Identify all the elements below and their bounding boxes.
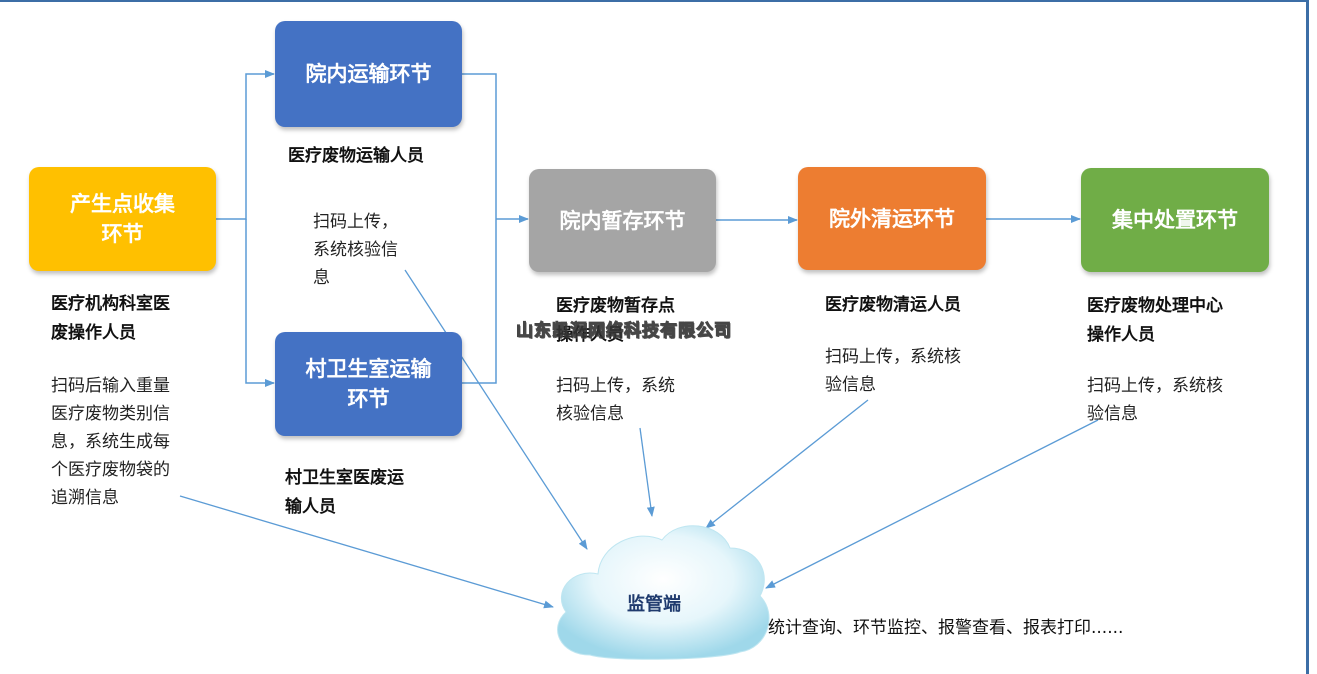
note-temp-storage: 扫码上传，系统 核验信息 (556, 376, 675, 424)
connector-storage-note-cloud (639, 427, 655, 517)
connector-offsite-note-cloud (705, 399, 869, 529)
cloud-functions: 统计查询、环节监控、报警查看、报表打印...... (768, 618, 1124, 638)
role-disposal: 医疗废物处理中心 操作人员 (1087, 296, 1223, 345)
note-disposal: 扫码上传，系统核 验信息 (1087, 376, 1223, 424)
node-temp-storage: 院内暂存环节 (529, 169, 716, 272)
role-collect: 医疗机构科室医 废操作人员 (51, 294, 170, 343)
connector-collect-split (216, 70, 275, 220)
connector-split-village (245, 219, 275, 387)
connector-disposal-note-cloud (765, 419, 1099, 589)
node-offsite-clear: 院外清运环节 (798, 167, 986, 270)
role-temp-storage: 医疗废物暂存点 操作人员 (556, 296, 675, 345)
note-offsite-clear: 扫码上传，系统核 验信息 (825, 347, 961, 395)
cloud-label: 监管端 (627, 594, 681, 615)
cloud-shape (557, 525, 770, 660)
connector-collect-note-cloud (179, 495, 554, 609)
connector-inner-merge (462, 73, 497, 384)
node-inner-transport: 院内运输环节 (275, 21, 462, 127)
role-inner-transport: 医疗废物运输人员 (288, 146, 424, 166)
role-village-transport: 村卫生室医废运 输人员 (285, 468, 404, 517)
watermark-company: 山东凯润网络科技有限公司 (516, 321, 732, 342)
note-transport: 扫码上传， 系统核验信 息 (313, 212, 398, 288)
node-village-transport: 村卫生室运输 环节 (275, 332, 462, 436)
role-offsite-clear: 医疗废物清运人员 (825, 295, 961, 315)
node-collect: 产生点收集 环节 (29, 167, 216, 271)
connector-transport-note-cloud (404, 269, 588, 550)
note-collect: 扫码后输入重量 医疗废物类别信 息，系统生成每 个医疗废物袋的 追溯信息 (51, 376, 170, 508)
node-disposal: 集中处置环节 (1081, 168, 1269, 272)
